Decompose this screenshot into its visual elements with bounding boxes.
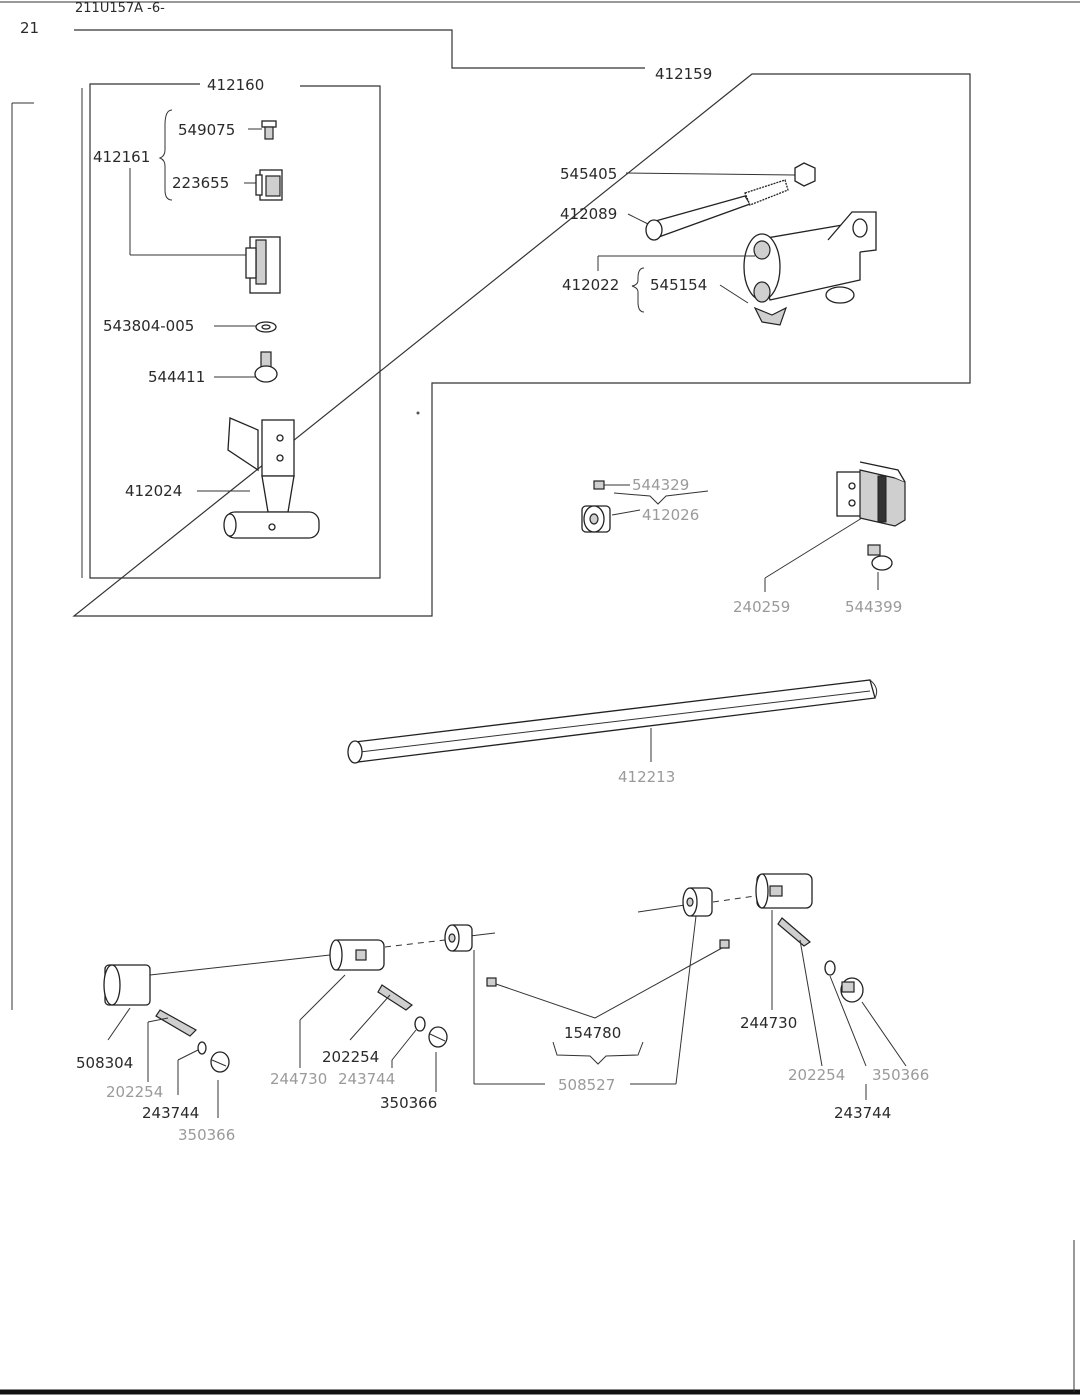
bushing-508304-icon xyxy=(103,964,151,1006)
label-244730-a: 244730 xyxy=(270,1070,327,1088)
label-412089: 412089 xyxy=(560,205,617,223)
stray-mark xyxy=(416,411,420,415)
brace-412161 xyxy=(158,109,173,201)
label-544399: 544399 xyxy=(845,598,902,616)
label-244730-b: 244730 xyxy=(740,1014,797,1032)
label-544329: 544329 xyxy=(632,476,689,494)
label-243744-b: 243744 xyxy=(338,1070,395,1088)
assembly-box-412159 xyxy=(72,29,971,617)
bracket-412024-icon xyxy=(223,417,320,539)
ring-243744-a-icon xyxy=(197,1041,207,1055)
label-202254-c: 202254 xyxy=(788,1066,845,1084)
sleeve-244730-a-icon xyxy=(329,939,385,971)
label-243744-c: 243744 xyxy=(834,1104,891,1122)
label-243744-a: 243744 xyxy=(142,1104,199,1122)
label-549075: 549075 xyxy=(178,121,235,139)
label-412160: 412160 xyxy=(207,76,264,94)
label-412022: 412022 xyxy=(562,276,619,294)
label-154780: 154780 xyxy=(564,1024,621,1042)
label-240259: 240259 xyxy=(733,598,790,616)
brace-154780 xyxy=(552,1041,644,1065)
screw-544399-icon xyxy=(867,544,893,571)
label-508304: 508304 xyxy=(76,1054,133,1072)
setscrew-154780-a-icon xyxy=(486,977,497,987)
label-508527: 508527 xyxy=(558,1076,615,1094)
sleeve-244730-b-icon xyxy=(755,873,813,909)
label-202254-b: 202254 xyxy=(322,1048,379,1066)
spring-202254-a-icon xyxy=(155,1009,197,1037)
screw-350366-b-icon xyxy=(428,1026,448,1048)
screw-350366-a-icon xyxy=(210,1051,230,1073)
guide-240259-icon xyxy=(836,461,906,527)
setscrew-544329-icon xyxy=(593,480,605,490)
label-544411: 544411 xyxy=(148,368,205,386)
block-223655-icon xyxy=(255,169,283,201)
label-543804-005: 543804-005 xyxy=(103,317,194,335)
label-545154: 545154 xyxy=(650,276,707,294)
label-223655: 223655 xyxy=(172,174,229,192)
shaft-412089-icon xyxy=(645,179,789,241)
spring-202254-b-icon xyxy=(377,984,414,1011)
washer-543804-005-icon xyxy=(255,321,277,333)
label-412159: 412159 xyxy=(655,65,712,83)
screw-350366-c-icon xyxy=(840,977,864,1003)
housing-412022-icon xyxy=(743,211,877,326)
screw-544411-icon xyxy=(254,351,278,383)
collar-508527-a-icon xyxy=(444,924,473,952)
collar-412026-icon xyxy=(581,505,611,533)
shaft-412213-icon xyxy=(347,679,878,764)
label-350366-b: 350366 xyxy=(380,1094,437,1112)
page-number: 21 xyxy=(20,19,39,37)
label-412026: 412026 xyxy=(642,506,699,524)
setscrew-154780-b-icon xyxy=(719,939,730,949)
collar-508527-b-icon xyxy=(682,887,713,917)
ring-243744-c-icon xyxy=(824,960,836,976)
spring-202254-c-icon xyxy=(777,917,811,947)
ring-243744-b-icon xyxy=(414,1016,426,1032)
label-412024: 412024 xyxy=(125,482,182,500)
doc-code: 211U157A -6- xyxy=(75,1,165,16)
label-202254-a: 202254 xyxy=(106,1083,163,1101)
label-412161: 412161 xyxy=(93,148,150,166)
label-545405: 545405 xyxy=(560,165,617,183)
label-350366-c: 350366 xyxy=(872,1066,929,1084)
label-412213: 412213 xyxy=(618,768,675,786)
label-350366-a: 350366 xyxy=(178,1126,235,1144)
nut-545405-icon xyxy=(794,162,816,187)
screw-549075-icon xyxy=(261,120,277,140)
holder-412161-icon xyxy=(245,236,281,294)
assembly-box-412160 xyxy=(89,83,381,579)
